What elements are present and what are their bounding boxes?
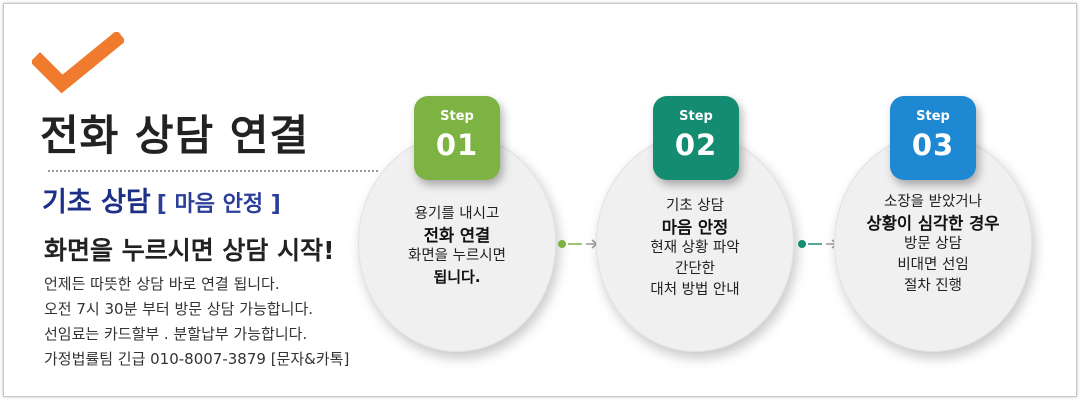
step-label: Step bbox=[916, 109, 950, 124]
step-number: 03 bbox=[911, 128, 955, 162]
step-number: 01 bbox=[435, 128, 479, 162]
info-line: 가정법률팀 긴급 010-8007-3879 [문자&카톡] bbox=[44, 350, 350, 368]
step-line: 비대면 선임 bbox=[897, 257, 969, 273]
info-line: 오전 7시 30분 부터 방문 상담 가능합니다. bbox=[44, 300, 314, 318]
step-highlight: 마음 안정 bbox=[661, 218, 729, 237]
step-1-badge: Step 01 bbox=[414, 96, 500, 180]
step-line: 됩니다. bbox=[433, 268, 481, 286]
divider bbox=[48, 170, 378, 172]
step-highlight: 전화 연결 bbox=[423, 226, 491, 245]
step-3-description: 소장을 받았거나 상황이 심각한 경우 방문 상담 비대면 선임 절차 진행 bbox=[834, 192, 1032, 297]
step-line: 현재 상황 파악 bbox=[650, 240, 740, 256]
step-2-description: 기초 상담 마음 안정 현재 상황 파악 간단한 대처 방법 안내 bbox=[596, 196, 794, 301]
step-number: 02 bbox=[674, 128, 718, 162]
step-highlight: 상황이 심각한 경우 bbox=[866, 214, 1000, 233]
step-1-description: 용기를 내시고 전화 연결 화면을 누르시면 됩니다. bbox=[358, 204, 556, 288]
step-label: Step bbox=[679, 109, 713, 124]
step-line: 간단한 bbox=[674, 261, 716, 277]
page-title: 전화 상담 연결 bbox=[40, 111, 310, 160]
step-line: 용기를 내시고 bbox=[414, 206, 500, 222]
call-consult-banner[interactable]: 전화 상담 연결 기초 상담[ 마음 안정 ] 화면을 누르시면 상담 시작! … bbox=[3, 3, 1077, 397]
arrow-right-icon bbox=[558, 239, 599, 249]
subtitle-bracket: [ 마음 안정 ] bbox=[156, 192, 281, 217]
info-line: 선임료는 카드할부 . 분할납부 가능합니다. bbox=[44, 325, 308, 343]
step-line: 대처 방법 안내 bbox=[650, 282, 740, 298]
check-icon bbox=[32, 32, 124, 94]
step-label: Step bbox=[440, 109, 474, 124]
info-line: 언제든 따뜻한 상담 바로 연결 됩니다. bbox=[44, 275, 280, 293]
call-to-action[interactable]: 화면을 누르시면 상담 시작! bbox=[44, 236, 335, 265]
step-2-badge: Step 02 bbox=[653, 96, 739, 180]
step-line: 기초 상담 bbox=[666, 198, 724, 214]
info-list: 언제든 따뜻한 상담 바로 연결 됩니다. 오전 7시 30분 부터 방문 상담… bbox=[44, 272, 349, 372]
step-line: 소장을 받았거나 bbox=[884, 194, 982, 210]
step-line: 방문 상담 bbox=[904, 236, 962, 252]
step-line: 절차 진행 bbox=[904, 278, 962, 294]
subtitle: 기초 상담[ 마음 안정 ] bbox=[42, 180, 281, 219]
step-line: 화면을 누르시면 bbox=[408, 248, 506, 264]
subtitle-text: 기초 상담 bbox=[42, 187, 151, 218]
step-3-badge: Step 03 bbox=[890, 96, 976, 180]
